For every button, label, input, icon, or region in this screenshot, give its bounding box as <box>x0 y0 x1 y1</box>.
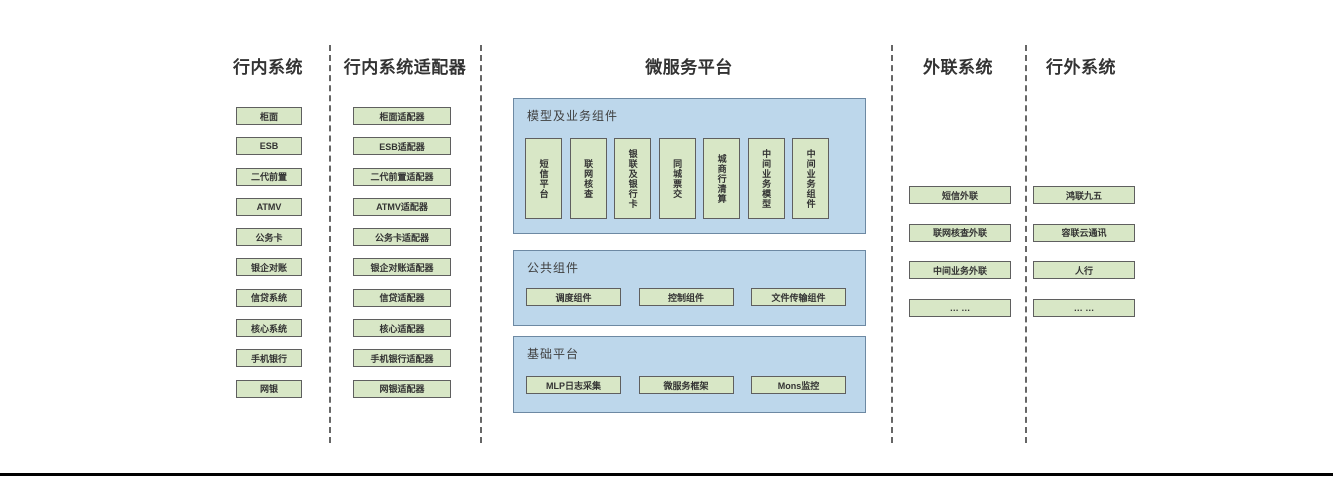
column-title-platform: 微服务平台 <box>645 58 733 77</box>
adapters-column: 柜面适配器 ESB适配器 二代前置适配器 ATMV适配器 公务卡适配器 银企对账… <box>353 107 451 398</box>
base-platform-panel: 基础平台 MLP日志采集 微服务框架 Mons监控 <box>513 336 866 413</box>
outside-box: 容联云通讯 <box>1033 223 1135 242</box>
component-box: 城商行清算 <box>703 138 740 219</box>
external-box: 联网核查外联 <box>909 223 1011 242</box>
component-box: 微服务框架 <box>638 376 734 394</box>
component-box: MLP日志采集 <box>526 376 621 394</box>
outside-systems-column: 鸿联九五 容联云通讯 人行 … … <box>1033 186 1135 317</box>
common-component-row: 调度组件 控制组件 文件传输组件 <box>526 288 846 306</box>
adapter-box: 手机银行适配器 <box>353 349 451 368</box>
base-component-row: MLP日志采集 微服务框架 Mons监控 <box>526 376 846 394</box>
component-box: 银联及银行卡 <box>614 138 651 219</box>
column-title-external: 外联系统 <box>923 58 993 77</box>
external-box: … … <box>909 298 1011 317</box>
adapter-box: ESB适配器 <box>353 137 451 156</box>
component-label: 银联及银行卡 <box>627 148 638 209</box>
column-divider <box>891 45 893 443</box>
external-systems-column: 短信外联 联网核查外联 中间业务外联 … … <box>909 186 1011 317</box>
outside-box: … … <box>1033 298 1135 317</box>
system-box: 柜面 <box>236 107 302 125</box>
component-label: 中间业务组件 <box>805 148 816 209</box>
adapter-box: 二代前置适配器 <box>353 167 451 186</box>
bottom-rule <box>0 473 1333 476</box>
system-box: 公务卡 <box>236 228 302 247</box>
outside-box: 人行 <box>1033 261 1135 279</box>
column-divider <box>1025 45 1027 443</box>
external-box: 中间业务外联 <box>909 261 1011 279</box>
adapter-box: 柜面适配器 <box>353 107 451 125</box>
adapter-box: 网银适配器 <box>353 379 451 398</box>
component-box: 文件传输组件 <box>751 288 846 306</box>
component-box: 中间业务模型 <box>747 138 785 219</box>
component-box: 控制组件 <box>638 288 734 306</box>
column-title-outside: 行外系统 <box>1046 58 1116 77</box>
column-title-internal: 行内系统 <box>233 58 303 77</box>
system-box: 信贷系统 <box>236 288 302 307</box>
component-label: 同城票交 <box>672 158 683 199</box>
column-title-adapters: 行内系统适配器 <box>343 58 467 77</box>
component-box: 联网核查 <box>569 138 607 219</box>
column-divider <box>480 45 482 443</box>
system-box: 银企对账 <box>236 258 302 277</box>
component-box: 调度组件 <box>526 288 621 306</box>
system-box: 核心系统 <box>236 319 302 338</box>
model-business-panel: 模型及业务组件 短信平台 联网核查 银联及银行卡 同城票交 城商行清算 中间业务… <box>513 98 866 234</box>
adapter-box: 银企对账适配器 <box>353 258 451 277</box>
component-box: 短信平台 <box>525 138 562 219</box>
component-box: Mons监控 <box>751 376 846 394</box>
external-box: 短信外联 <box>909 186 1011 204</box>
component-label: 城商行清算 <box>716 153 727 204</box>
component-label: 联网核查 <box>583 158 594 199</box>
internal-systems-column: 柜面 ESB 二代前置 ATMV 公务卡 银企对账 信贷系统 核心系统 手机银行… <box>236 107 302 398</box>
panel-title: 模型及业务组件 <box>527 109 619 123</box>
system-box: ATMV <box>236 197 302 216</box>
panel-title: 基础平台 <box>527 347 580 361</box>
adapter-box: 核心适配器 <box>353 319 451 338</box>
adapter-box: 公务卡适配器 <box>353 228 451 247</box>
component-box: 同城票交 <box>658 138 696 219</box>
system-box: 网银 <box>236 379 302 398</box>
component-label: 中间业务模型 <box>761 148 772 209</box>
outside-box: 鸿联九五 <box>1033 186 1135 204</box>
component-box: 中间业务组件 <box>792 138 829 219</box>
system-box: 二代前置 <box>236 167 302 186</box>
panel-title: 公共组件 <box>527 261 580 275</box>
adapter-box: 信贷适配器 <box>353 288 451 307</box>
adapter-box: ATMV适配器 <box>353 197 451 216</box>
system-box: 手机银行 <box>236 349 302 368</box>
column-divider <box>329 45 331 443</box>
common-components-panel: 公共组件 调度组件 控制组件 文件传输组件 <box>513 250 866 326</box>
component-label: 短信平台 <box>538 158 549 199</box>
model-component-row: 短信平台 联网核查 银联及银行卡 同城票交 城商行清算 中间业务模型 中间业务组… <box>525 138 829 219</box>
system-box: ESB <box>236 137 302 156</box>
